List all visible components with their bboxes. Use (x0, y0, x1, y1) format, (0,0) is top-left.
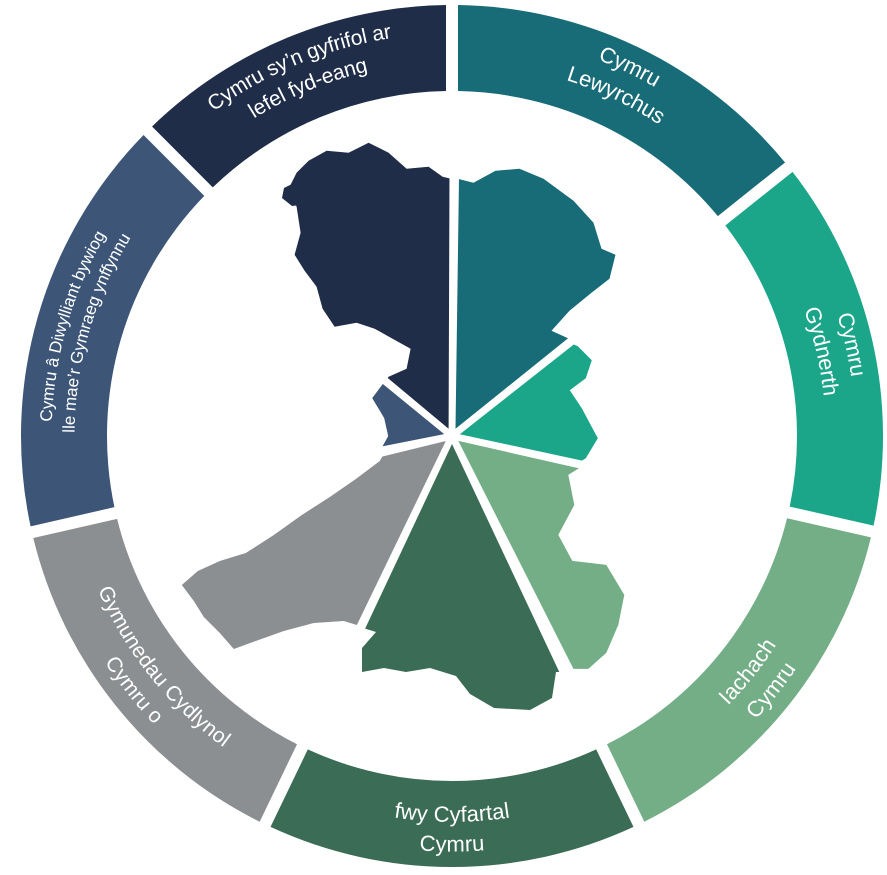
map-wedge-cohesive (181, 441, 446, 707)
ring-segment-culture (21, 134, 205, 527)
ring-segment-resilient (725, 171, 883, 526)
map-wedge-prosperous (455, 142, 622, 429)
ring-label-equal: fwy Cyfartal (393, 797, 511, 826)
ring-label-text: fwy Cyfartal (393, 797, 511, 826)
ring-label-equal: Cymru (419, 830, 485, 856)
wales-map (180, 142, 626, 710)
ring-label-text: Cymru (419, 830, 485, 856)
ring-segment-cohesive (33, 518, 298, 822)
ring-segment-equal (270, 749, 634, 867)
ring-segment-healthier (606, 518, 871, 822)
ring-segment-prosperous (457, 5, 786, 217)
ring-segment-global (152, 5, 447, 188)
map-island-anglesey (282, 180, 312, 206)
